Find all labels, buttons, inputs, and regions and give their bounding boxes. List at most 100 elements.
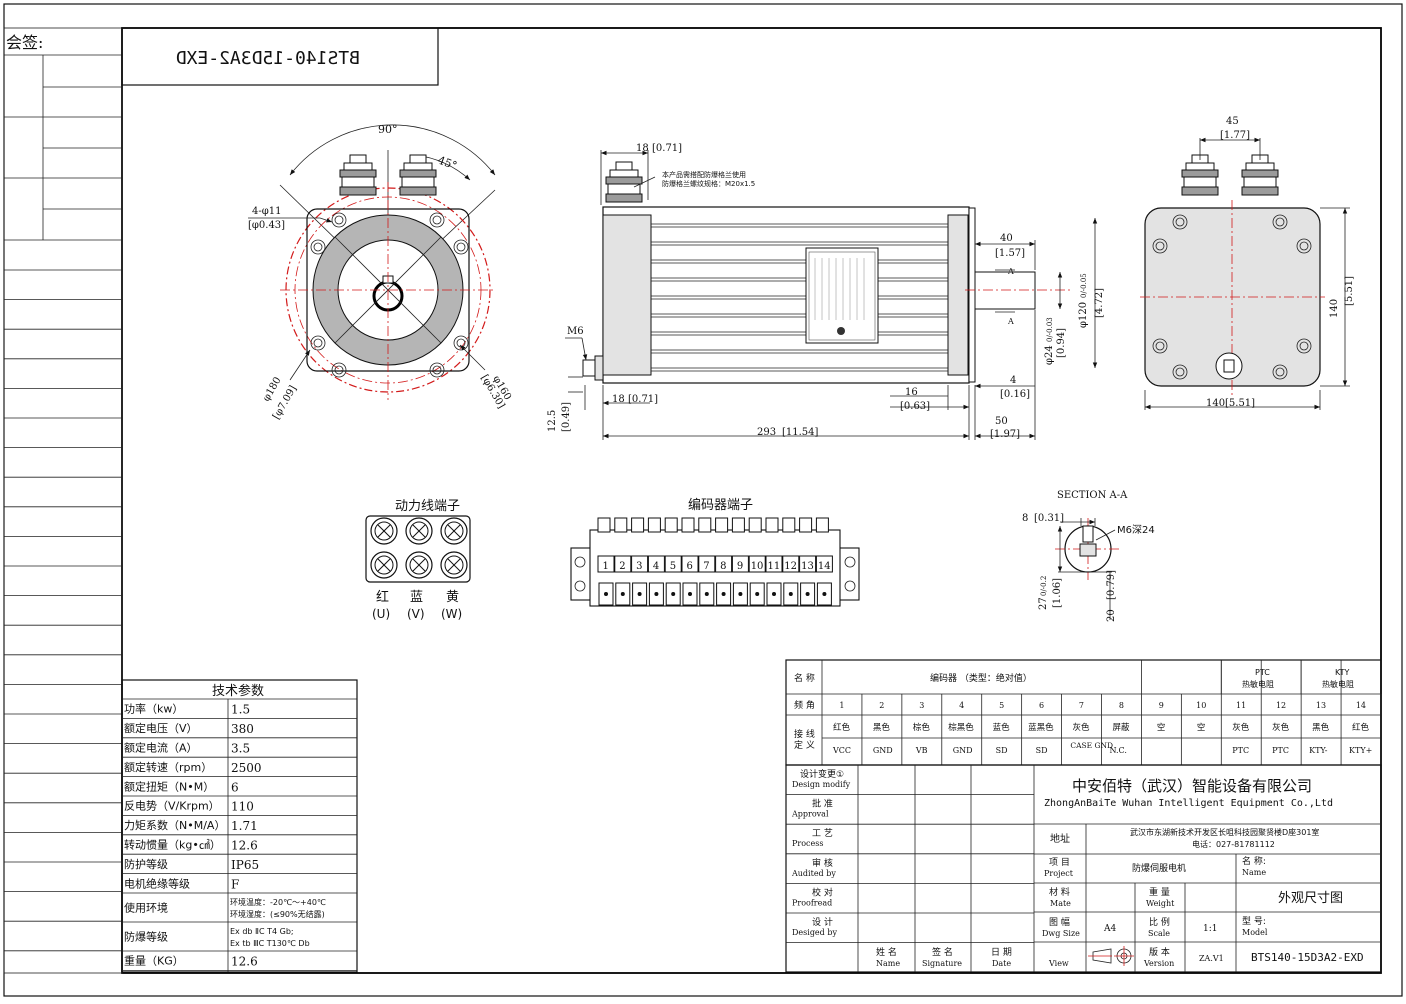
wiring-def-label: 接 线 (794, 728, 815, 740)
item-name: 外观尺寸图 (1278, 891, 1343, 906)
tb-design_change: 设计变更① (800, 768, 844, 780)
d20-in: [0.79] (1106, 570, 1117, 600)
d140-h-in: [5.51] (1344, 276, 1355, 306)
wiring-signal-14: KTY+ (1349, 746, 1372, 755)
weight-en: Weight (1146, 899, 1175, 908)
tb-process_en: Process (792, 839, 823, 848)
wiring-pin-12: 12 (1276, 701, 1286, 710)
signature-en: Signature (922, 959, 962, 968)
encoder-pin-7: 7 (703, 561, 709, 572)
phi24-in: [0.94] (1056, 328, 1067, 358)
wiring-color-7: 灰色 (1073, 722, 1091, 733)
signature-label: 签 名 (932, 946, 953, 958)
phi120-in: [4.72] (1094, 288, 1105, 318)
wiring-pin-label: 频 角 (794, 699, 815, 711)
scale-label: 比 例 (1149, 916, 1170, 928)
wiring-signal-13: KTY- (1309, 746, 1328, 755)
sec-a-bottom: A (1007, 317, 1014, 326)
tech-label-6: 力矩系数（N•M/A） (124, 819, 225, 832)
wiring-pin-10: 10 (1196, 701, 1206, 710)
note-1: 本产品需搭配防爆格兰使用 (662, 170, 746, 179)
d12-5: 12.5 (547, 410, 558, 432)
tb-proofread_en: Proofread (792, 898, 832, 907)
sec-a-top: A (1007, 267, 1014, 276)
d140-w: 140 (1206, 398, 1225, 409)
d27-tol: 0/-0.2 (1040, 576, 1048, 596)
d12-5-in: [0.49] (561, 402, 572, 432)
wiring-table: 名 称 编码器 （类型：绝对值） PTC 热敏电阻 KTY 热敏电阻 频 角 接… (785, 659, 1382, 766)
wiring-pin-6: 6 (1039, 701, 1044, 710)
wiring-pin-9: 9 (1159, 701, 1164, 710)
wiring-color-1: 红色 (833, 722, 851, 733)
tech-label-10: 使用环境 (124, 901, 168, 915)
encoder-pin-4: 4 (653, 561, 659, 572)
d50: 50 (995, 416, 1008, 427)
wiring-pin-4: 4 (959, 701, 964, 710)
tech-value-7: 12.6 (231, 839, 258, 853)
tb-audited_en: Audited by (791, 869, 836, 878)
ptc-label: PTC (1255, 668, 1270, 677)
tech-value-3: 2500 (231, 761, 262, 775)
size-label: 图 幅 (1049, 916, 1070, 928)
tech-label-8: 防护等级 (124, 857, 168, 871)
tb-design_change_en: Design modify (792, 780, 851, 789)
encoder-pin-12: 12 (784, 561, 797, 572)
d16: 16 (905, 387, 918, 398)
wiring-color-11: 灰色 (1232, 722, 1250, 733)
wiring-signal-4: GND (953, 746, 973, 755)
wiring-color-12: 灰色 (1272, 722, 1290, 733)
encoder-pin-11: 11 (768, 561, 781, 572)
wiring-color-4: 棕黑色 (948, 722, 974, 733)
wiring-signal-1: VCC (832, 746, 851, 755)
weight-label: 重 量 (1149, 886, 1170, 898)
phi24-tol: 0/-0.03 (1046, 317, 1054, 342)
name-en: Name (876, 959, 900, 968)
wiring-pin-14: 14 (1356, 701, 1366, 710)
holes-label: 4-φ11 (252, 206, 281, 217)
wiring-pin-7: 7 (1079, 701, 1084, 710)
item-name-label: 名 称: (1242, 855, 1266, 867)
wiring-pin-1: 1 (839, 701, 844, 710)
wiring-encoder-label: 编码器 （类型：绝对值） (930, 672, 1032, 684)
d4-in: [0.16] (1000, 389, 1030, 400)
sign-label: 会签: (6, 33, 43, 52)
tech-label-11: 防爆等级 (124, 930, 168, 944)
encoder-pin-14: 14 (818, 561, 831, 572)
encoder-pin-1: 1 (603, 561, 609, 572)
d40: 40 (1000, 233, 1013, 244)
tech-params-title: 技术参数 (212, 683, 264, 699)
tb-approval_en: Approval (791, 810, 829, 819)
side-view: 18 [0.71] 本产品需搭配防爆格兰使用 防爆格兰螺纹规格：M20x1.5 … (547, 143, 1105, 440)
tech-label-9: 电机绝缘等级 (124, 876, 190, 890)
encoder-terminal-title: 编码器端子 (688, 498, 753, 513)
d20: 20 (1106, 609, 1117, 622)
tech-value2-11: Ex tb ⅢC T130℃ Db (230, 939, 310, 948)
kty-label: KTY (1335, 668, 1350, 677)
wiring-color-14: 红色 (1352, 722, 1370, 733)
power-phase-v: (V) (407, 607, 425, 621)
d45: 45 (1226, 116, 1239, 127)
angle-90: 90° (378, 123, 398, 136)
wiring-signal-8: N.C. (1109, 746, 1126, 755)
wiring-signal-2: GND (873, 746, 893, 755)
wiring-pin-5: 5 (999, 701, 1004, 710)
tech-value-6: 1.71 (231, 819, 258, 833)
d27: 27 (1038, 597, 1049, 610)
power-color-u: 红 (376, 589, 389, 605)
tech-label-5: 反电势（V/Krpm） (124, 800, 220, 813)
wiring-signal-5: SD (996, 746, 1008, 755)
holes-label-in: [φ0.43] (248, 220, 285, 231)
project-label: 项 目 (1049, 857, 1070, 868)
tech-value-5: 110 (231, 800, 254, 814)
version: ZA.V1 (1199, 954, 1224, 963)
section-aa: SECTION A-A 8 [0.31] M6深24 27 0/-0.2 [1.… (1022, 490, 1155, 622)
d140-w-in: [5.51] (1225, 398, 1255, 409)
encoder-pin-8: 8 (720, 561, 726, 572)
wiring-pin-13: 13 (1316, 701, 1326, 710)
d293-in: [11.54] (782, 427, 819, 438)
company-en: ZhongAnBaiTe Wuhan Intelligent Equipment… (1044, 798, 1333, 809)
date-label: 日 期 (991, 947, 1012, 958)
wiring-signal-6: SD (1036, 746, 1048, 755)
